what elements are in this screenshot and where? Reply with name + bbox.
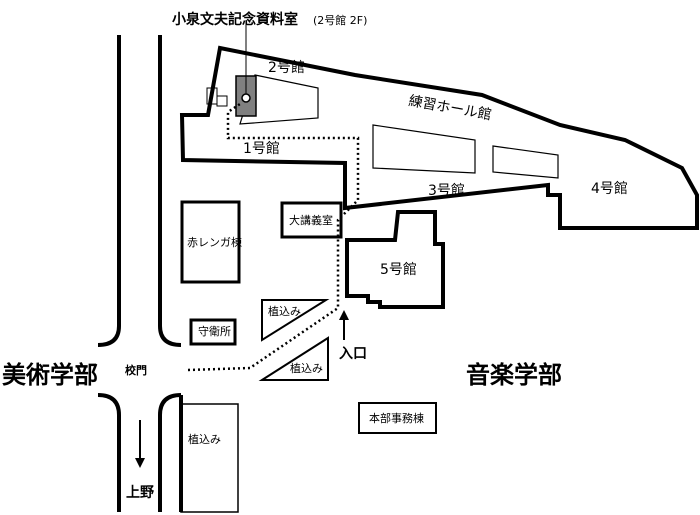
- building-2-label: 2号館: [268, 59, 305, 76]
- lecture-hall-label: 大講義室: [289, 213, 333, 227]
- ueno-label: 上野: [126, 485, 154, 501]
- planting-upper-shape: [261, 299, 330, 342]
- renshu-hall-block-a: [372, 124, 476, 174]
- koizumi-room-marker: [241, 93, 251, 103]
- building-5-label: 5号館: [380, 261, 417, 278]
- planting-left-label: 植込み: [188, 432, 221, 446]
- renshu-hall-label: 練習ホール館: [407, 92, 493, 123]
- renshu-hall-block-b: [492, 145, 559, 179]
- koizumi-room-title: 小泉文夫記念資料室: [172, 11, 298, 28]
- guard-house-label: 守衛所: [198, 324, 231, 338]
- koizumi-room-location: (2号館 2F): [313, 13, 367, 27]
- aka-renga-building: [180, 200, 241, 284]
- music-label: 音楽学部: [466, 361, 562, 389]
- guard-house-building: [189, 318, 237, 346]
- planting-upper-label: 植込み: [268, 304, 301, 318]
- gate-label: 校門: [125, 363, 147, 377]
- aka-renga-label: 赤レンガ棟: [187, 235, 242, 249]
- building-1-label: 1号館: [243, 140, 280, 157]
- entrance-label: 入口: [339, 346, 367, 362]
- walking-route: [187, 102, 360, 372]
- planting-lower-label: 植込み: [290, 361, 323, 375]
- entrance-arrow: [339, 310, 349, 340]
- main-building-complex: [179, 45, 699, 230]
- admin-label: 本部事務棟: [369, 411, 424, 425]
- building-5: [345, 210, 445, 309]
- lecture-hall-building: [280, 201, 343, 239]
- admin-building: [358, 402, 437, 434]
- planting-lower-shape: [258, 336, 329, 381]
- planting-left-shape: [180, 403, 239, 513]
- fine-arts-label: 美術学部: [2, 361, 98, 389]
- building-3-label: 3号館: [428, 182, 465, 199]
- ueno-arrow: [135, 420, 145, 468]
- stair-block: [216, 95, 228, 107]
- building-4-label: 4号館: [591, 180, 628, 197]
